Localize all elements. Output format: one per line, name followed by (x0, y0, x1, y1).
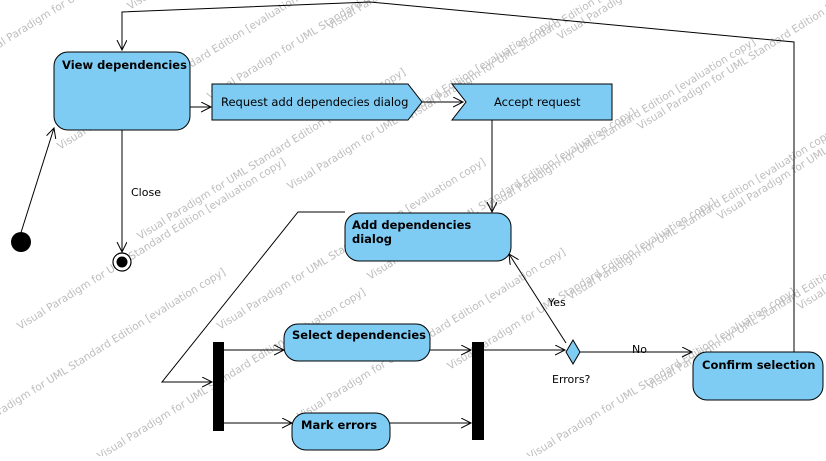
decision-node[interactable] (565, 339, 581, 365)
watermark-text: Visual Paradigm for UML Standard Edition… (0, 266, 228, 442)
edge-labels: Close Yes No (131, 186, 647, 356)
request-dialog-node[interactable]: Request add dependecies dialog (211, 83, 423, 121)
watermark-text: Visual Paradigm for UML Standard Edition… (635, 0, 826, 133)
nodes: View dependencies Request add dependecie… (11, 51, 824, 451)
fork-bar[interactable] (213, 342, 224, 431)
accept-request-node[interactable]: Accept request (450, 83, 613, 121)
edge-decision-to-dialog (509, 254, 567, 344)
edge-label-no: No (632, 343, 647, 356)
add-dialog-label-line1: Add dependencies (352, 218, 471, 232)
edge-initial-to-view (17, 128, 54, 243)
mark-errors-node[interactable]: Mark errors (291, 412, 391, 451)
join-bar[interactable] (472, 342, 484, 440)
view-dependencies-label: View dependencies (62, 58, 187, 72)
final-node[interactable] (112, 252, 132, 272)
edge-confirm-to-view (122, 1, 795, 352)
edges (17, 1, 795, 423)
select-dependencies-node[interactable]: Select dependencies (283, 323, 431, 362)
confirm-selection-node[interactable]: Confirm selection (692, 351, 824, 401)
add-dialog-label-line2: dialog (352, 232, 392, 246)
edge-dialog-to-fork (160, 211, 345, 382)
view-dependencies-node[interactable]: View dependencies (53, 51, 191, 131)
add-dependencies-dialog-node[interactable]: Add dependencies dialog (344, 212, 512, 262)
confirm-selection-label: Confirm selection (702, 358, 815, 372)
accept-request-label: Accept request (494, 95, 581, 109)
decision-label: Errors? (552, 373, 591, 386)
select-dependencies-label: Select dependencies (292, 328, 426, 342)
request-dialog-label: Request add dependecies dialog (221, 95, 408, 109)
edge-label-close: Close (131, 186, 161, 199)
watermark-text: Visual Paradigm for UML Standard Edition… (565, 126, 826, 302)
initial-node[interactable] (11, 232, 31, 252)
edge-label-yes: Yes (547, 296, 566, 309)
watermark-text: Visual Paradigm for UML Standard Edition… (485, 36, 758, 212)
mark-errors-label: Mark errors (301, 418, 377, 432)
